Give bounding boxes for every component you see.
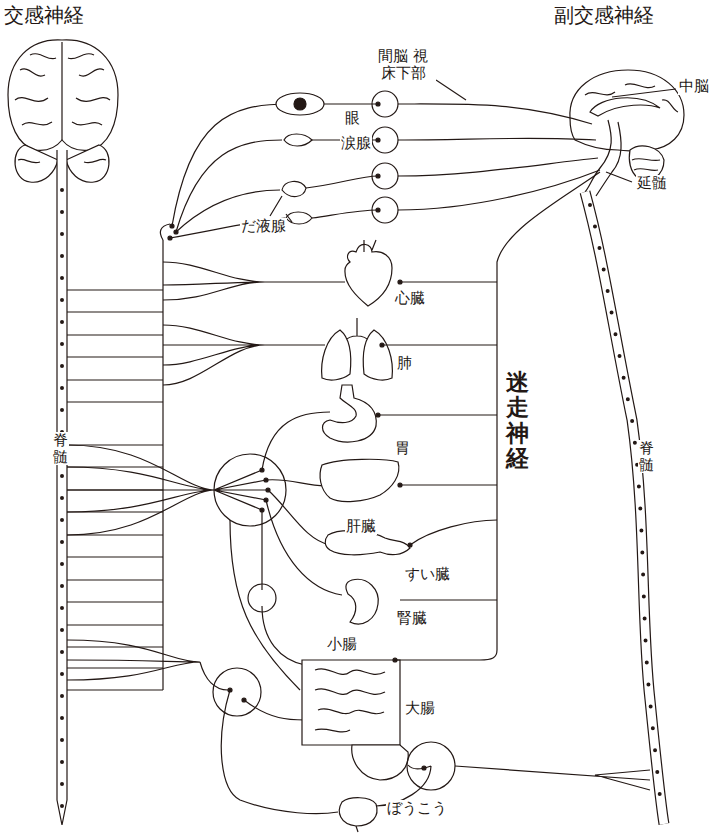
organ-label: 眼 (344, 110, 361, 127)
region-label: 延髄 (636, 175, 668, 192)
leader-lines (270, 80, 676, 222)
heading: 副交感神経 (553, 4, 655, 27)
brain-sagittal (570, 70, 684, 196)
spinal-label: 脊髄 (638, 440, 655, 473)
spinal-label: 脊髄 (52, 432, 69, 465)
region-label: 間脳 視床下部 (370, 48, 436, 83)
organ-label: 肺 (396, 355, 413, 372)
organ-label: 腎臓 (396, 610, 428, 627)
organ-label: 小腸 (326, 636, 358, 653)
organ-label: 大腸 (404, 700, 436, 717)
region-label: 中脳 (678, 78, 710, 95)
organs (276, 93, 410, 832)
nerve-label: 迷走神経 (505, 370, 530, 471)
organ-label: すい臓 (404, 566, 451, 583)
spinal-cord-right (585, 192, 664, 824)
organ-label: 胃 (394, 440, 411, 457)
organ-label: だ液腺 (240, 218, 287, 235)
parasympathetic-ganglia (306, 91, 455, 790)
organ-label: 心臓 (394, 290, 426, 307)
heading: 交感神経 (3, 4, 85, 27)
organ-label: 肝臓 (345, 518, 377, 535)
spinal-cord-left (57, 150, 67, 825)
organ-label: ぼうこう (386, 800, 448, 817)
organ-label: 涙腺 (340, 135, 372, 152)
parasympathetic-nerves (376, 104, 650, 806)
